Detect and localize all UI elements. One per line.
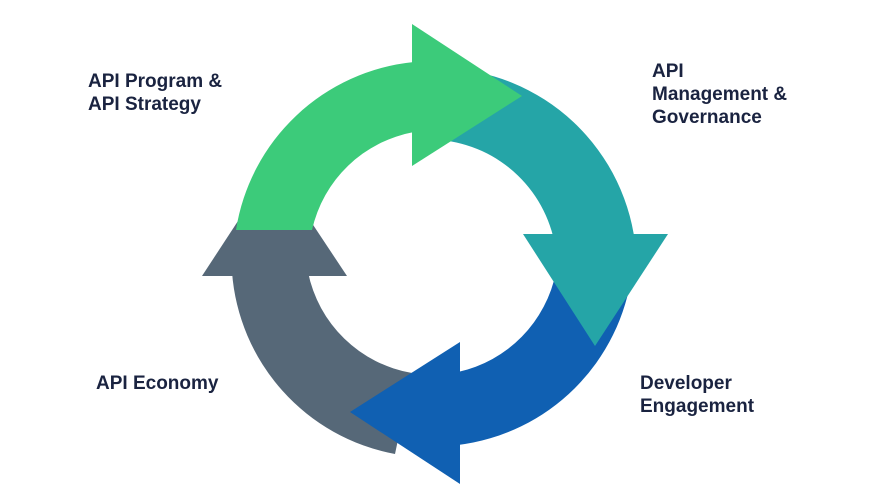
arrow-strategy <box>236 62 414 230</box>
stage-label-line: API Economy <box>96 373 219 394</box>
stage-label-line: API Program & <box>88 71 223 92</box>
stage-label-line: Developer <box>640 373 732 394</box>
arrowhead-developer <box>350 342 460 484</box>
stage-label-strategy: API Program & API Strategy <box>88 70 222 116</box>
stage-label-line: API <box>652 61 684 82</box>
stage-label-line: Governance <box>652 107 762 128</box>
stage-label-line: Engagement <box>640 396 755 417</box>
arrowhead-strategy <box>412 24 522 166</box>
arrowhead-management <box>523 234 668 346</box>
stage-label-economy: API Economy <box>96 372 218 395</box>
stage-label-line: Management & <box>652 84 788 105</box>
stage-label-management: API Management & Governance <box>652 60 787 129</box>
stage-label-developer: Developer Engagement <box>640 372 754 418</box>
stage-label-line: API Strategy <box>88 94 201 115</box>
